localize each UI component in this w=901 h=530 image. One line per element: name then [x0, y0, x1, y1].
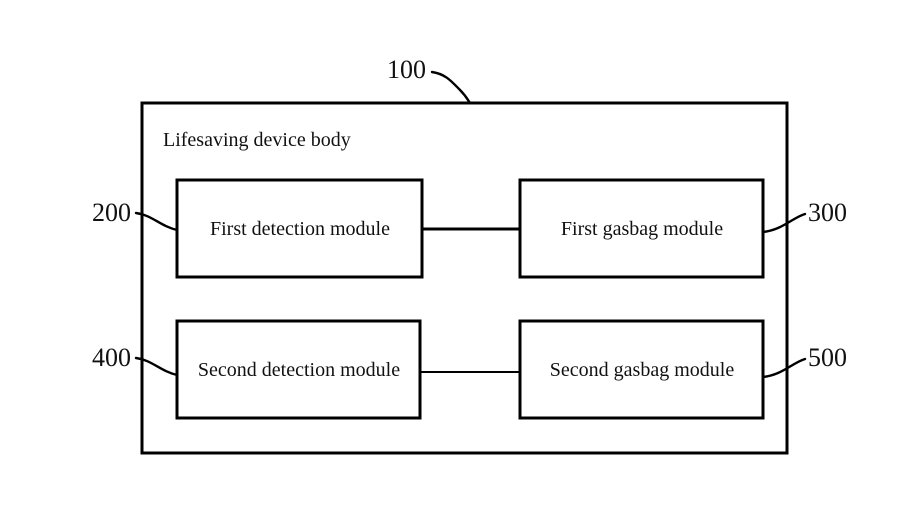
second-detection-module-label: Second detection module [197, 359, 401, 381]
leader-line-500 [761, 357, 807, 379]
first-gasbag-module-label: First gasbag module [560, 218, 724, 240]
lifesaving-device-body-label: Lifesaving device body [163, 129, 351, 151]
reference-numeral-100: 100 [387, 55, 426, 84]
reference-numeral-500: 500 [808, 343, 847, 372]
first-detection-module-label: First detection module [210, 218, 390, 240]
second-detection-module-box [175, 319, 422, 420]
lifesaving-device-body-container [140, 101, 789, 455]
leader-line-300 [761, 212, 807, 234]
second-gasbag-module-label: Second gasbag module [549, 359, 735, 381]
reference-numeral-300: 300 [808, 198, 847, 227]
second-gasbag-module-box [518, 319, 765, 420]
leader-line-100 [430, 70, 472, 105]
reference-numeral-200: 200 [92, 198, 131, 227]
leader-line-200 [134, 211, 179, 232]
leader-line-400 [134, 356, 179, 377]
reference-numeral-400: 400 [92, 343, 131, 372]
